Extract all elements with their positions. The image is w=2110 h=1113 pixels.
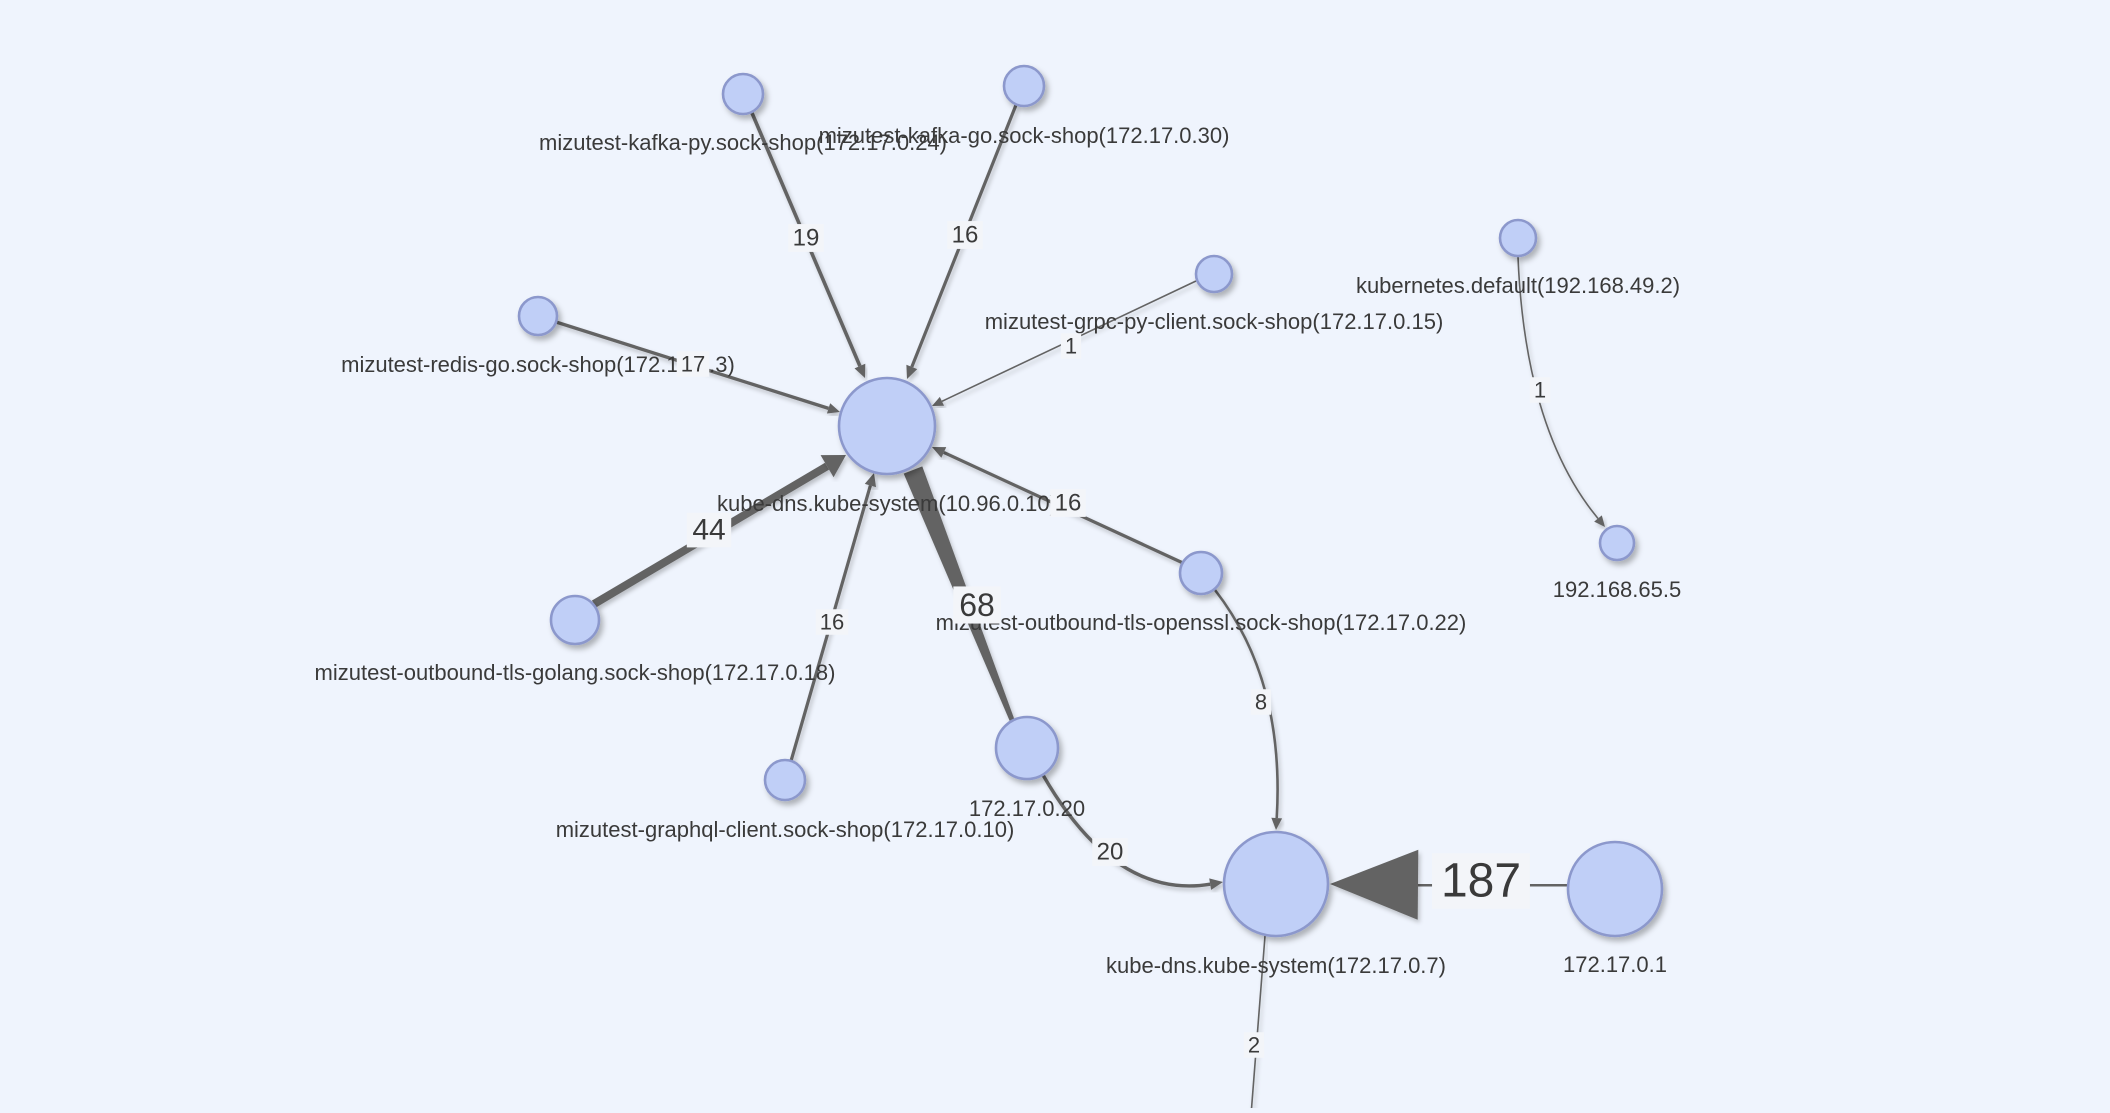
node-kubernetes-default[interactable]: [1498, 218, 1538, 258]
edge-line: [1041, 774, 1211, 888]
edge-ip-172-17-0-20-to-kube-dns-172[interactable]: [1041, 774, 1223, 890]
edge-label-background: [676, 351, 710, 377]
node-label-graphql-client: mizutest-graphql-client.sock-shop(172.17…: [556, 817, 1015, 842]
edge-count-label: 1: [1060, 333, 1082, 359]
edge-count-text: 68: [959, 587, 995, 623]
node-label-kube-dns-10: kube-dns.kube-system(10.96.0.10): [717, 491, 1057, 516]
edge-label-background: [1092, 838, 1128, 866]
node-ip-192-168-65-5[interactable]: [1598, 524, 1636, 562]
node-kafka-py[interactable]: [721, 72, 765, 116]
edge-arrowhead: [1209, 878, 1223, 890]
node-ip-172-17-0-1[interactable]: [1566, 840, 1664, 938]
node-grpc-py-client[interactable]: [1194, 254, 1234, 294]
edge-count-text: 187: [1441, 855, 1521, 908]
edge-count-text: 16: [1055, 490, 1082, 517]
edge-label-background: [1050, 489, 1086, 517]
node-kube-dns-172[interactable]: [1222, 830, 1330, 938]
edge-count-text: 19: [793, 225, 820, 252]
edge-count-label: 16: [1050, 489, 1086, 517]
edge-label-background: [1250, 689, 1272, 715]
edge-count-text: 8: [1255, 690, 1267, 715]
node-tls-golang[interactable]: [549, 594, 601, 646]
edge-arrowhead: [820, 455, 846, 478]
edge-kube-dns-172-to-offscreen[interactable]: [1250, 935, 1266, 1113]
edge-arrowhead: [932, 396, 945, 406]
edge-count-label: 1: [1529, 377, 1551, 403]
node-label-kubernetes-default: kubernetes.default(192.168.49.2): [1356, 273, 1680, 298]
edge-arrowhead: [1330, 849, 1419, 920]
edge-count-label: 17: [676, 351, 710, 377]
edges-layer: [555, 104, 1605, 1113]
edge-count-text: 44: [692, 514, 725, 547]
edge-count-label: 2: [1243, 1032, 1265, 1058]
edge-arrowhead: [906, 364, 918, 379]
edge-count-label: 16: [815, 609, 849, 635]
edge-count-text: 2: [1248, 1033, 1260, 1058]
node-label-ip-192-168-65-5: 192.168.65.5: [1553, 577, 1681, 602]
node-label-redis-go: mizutest-redis-go.sock-shop(172.17.0.3): [341, 352, 735, 377]
node-label-grpc-py-client: mizutest-grpc-py-client.sock-shop(172.17…: [985, 309, 1444, 334]
edge-count-text: 1: [1534, 378, 1546, 403]
edge-label-background: [1060, 333, 1082, 359]
node-label-kube-dns-172: kube-dns.kube-system(172.17.0.7): [1106, 953, 1446, 978]
edge-label-background: [686, 512, 732, 548]
node-label-tls-golang: mizutest-outbound-tls-golang.sock-shop(1…: [315, 660, 836, 685]
edge-arrowhead: [826, 403, 840, 414]
edge-count-label: 68: [953, 586, 1001, 624]
edge-arrowhead: [1271, 817, 1283, 830]
edge-kubernetes-default-to-ip-192-168-65-5[interactable]: [1517, 256, 1605, 527]
node-label-tls-openssl: mizutest-outbound-tls-openssl.sock-shop(…: [936, 610, 1467, 635]
edge-arrowhead: [854, 363, 866, 378]
node-tls-openssl[interactable]: [1178, 550, 1224, 596]
edge-label-background: [947, 221, 983, 249]
edge-count-label: 187: [1432, 853, 1530, 909]
nodes-layer: [517, 64, 1664, 938]
node-label-kafka-go: mizutest-kafka-go.sock-shop(172.17.0.30): [819, 123, 1230, 148]
edge-count-label: 16: [947, 221, 983, 249]
edge-count-label: 44: [686, 512, 732, 548]
node-kafka-go[interactable]: [1002, 64, 1046, 108]
node-kube-dns-10[interactable]: [837, 376, 937, 476]
node-graphql-client[interactable]: [763, 758, 807, 802]
edge-labels-layer: 19 16 1 17 44 16 68 16 8 20 187 1 2: [676, 221, 1551, 1058]
node-ip-172-17-0-20[interactable]: [994, 715, 1060, 781]
edge-count-text: 17: [681, 352, 705, 377]
node-labels-layer: mizutest-kafka-py.sock-shop(172.17.0.24)…: [315, 123, 1682, 978]
edge-count-label: 8: [1250, 689, 1272, 715]
edge-arrowhead: [864, 473, 877, 488]
edge-count-text: 16: [952, 222, 979, 249]
edge-line: [1517, 256, 1599, 520]
edge-arrowhead: [1594, 515, 1605, 527]
edge-count-text: 16: [820, 610, 844, 635]
edge-count-label: 20: [1092, 838, 1128, 866]
edge-count-text: 1: [1065, 334, 1077, 359]
edge-arrowhead: [932, 447, 947, 458]
edge-count-label: 19: [788, 224, 824, 252]
node-label-ip-172-17-0-1: 172.17.0.1: [1563, 952, 1667, 977]
edge-label-background: [815, 609, 849, 635]
edge-label-background: [953, 586, 1001, 624]
node-label-kafka-py: mizutest-kafka-py.sock-shop(172.17.0.24): [539, 130, 947, 155]
edge-count-text: 20: [1097, 839, 1124, 866]
edge-label-background: [1529, 377, 1551, 403]
edge-label-background: [788, 224, 824, 252]
edge-label-background: [1432, 853, 1530, 909]
node-redis-go[interactable]: [517, 295, 559, 337]
edge-label-background: [1243, 1032, 1265, 1058]
node-label-ip-172-17-0-20: 172.17.0.20: [969, 796, 1085, 821]
edge-line: [1250, 935, 1266, 1113]
